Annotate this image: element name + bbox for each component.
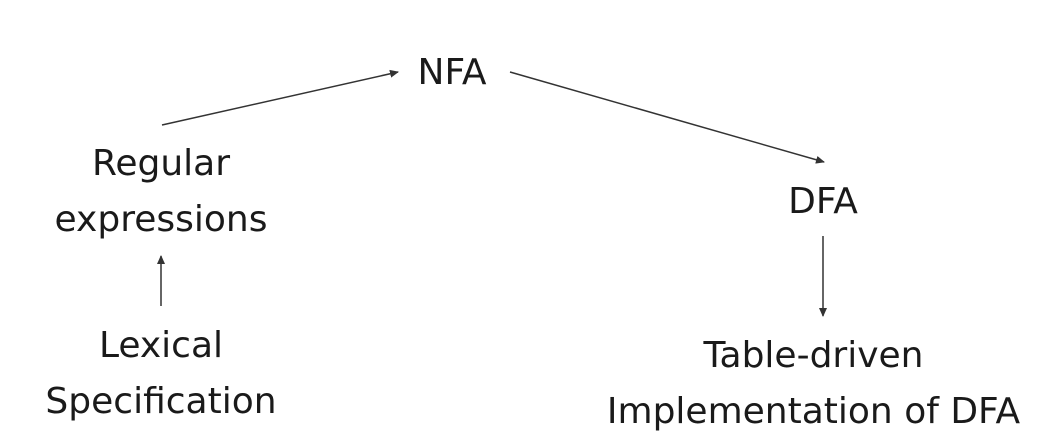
node-regex-line-2: expressions <box>54 199 268 240</box>
arrow-nfa-to-dfa <box>509 71 825 164</box>
node-regular-expressions: Regular expressions <box>30 136 292 248</box>
node-table-driven-implementation: Table-driven Implementation of DFA <box>565 328 1062 440</box>
arrow-regex-to-nfa <box>161 69 399 126</box>
node-dfa: DFA <box>773 174 873 230</box>
node-lexical-specification: Lexical Specification <box>25 318 297 430</box>
node-table-line-2: Implementation of DFA <box>606 391 1021 432</box>
node-table-line-1: Table-driven <box>703 335 924 376</box>
node-nfa-label: NFA <box>417 52 487 93</box>
node-nfa: NFA <box>402 45 502 101</box>
node-lexical-line-2: Specification <box>45 381 277 422</box>
node-lexical-line-1: Lexical <box>98 325 224 366</box>
node-regex-line-1: Regular <box>91 143 231 184</box>
node-dfa-label: DFA <box>788 181 858 222</box>
